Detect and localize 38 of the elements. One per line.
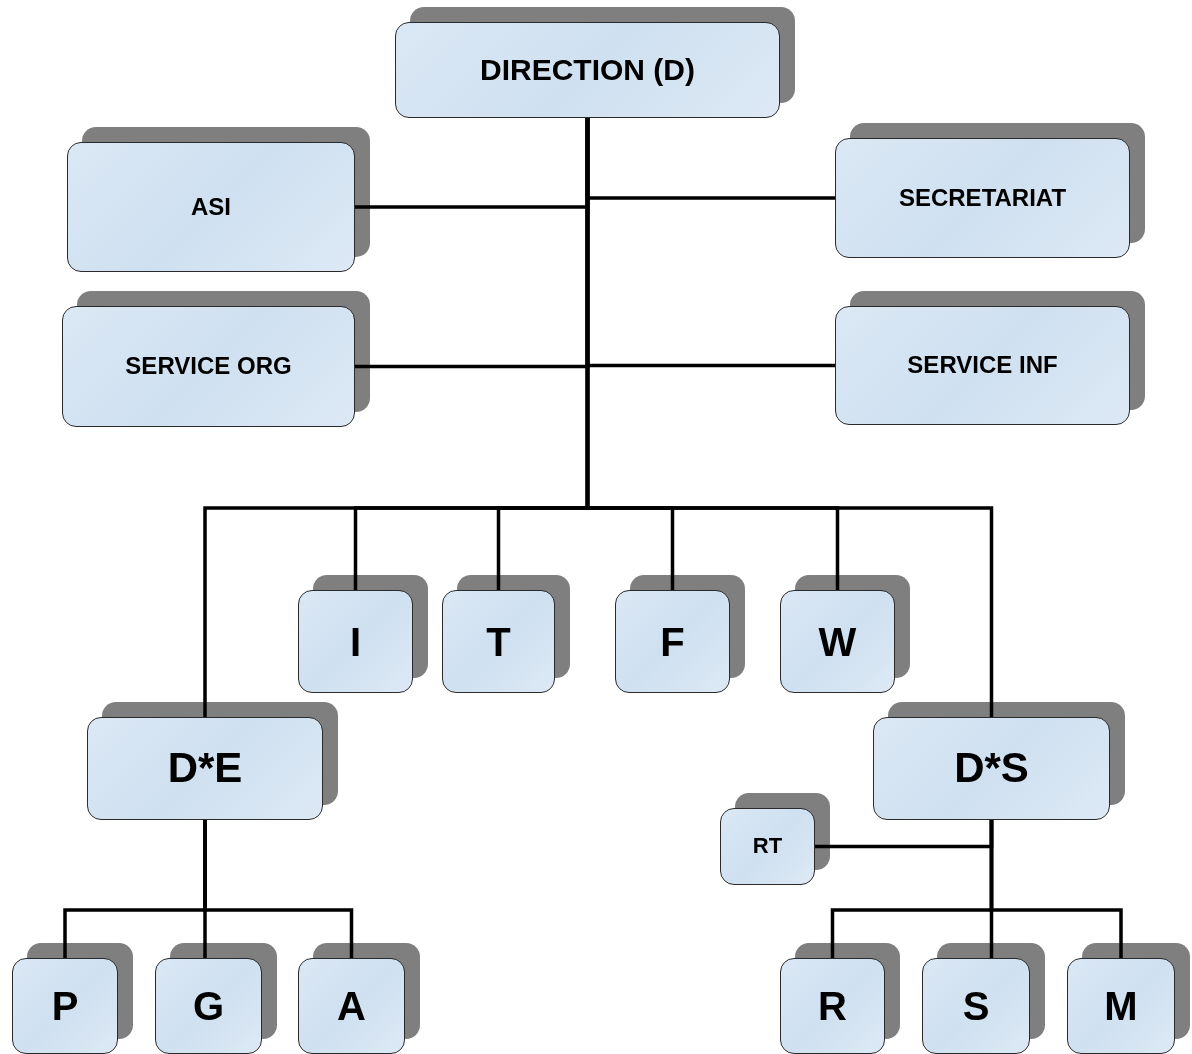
org-unit-box — [87, 717, 323, 820]
unit-name: SERVICE ORG — [125, 352, 292, 381]
org-unit-box — [780, 958, 885, 1054]
unit-name: DIRECTION (D) — [480, 52, 695, 88]
unit-name: ASI — [191, 192, 231, 222]
unit-name: I — [349, 618, 362, 666]
org-unit-box — [835, 138, 1130, 258]
org-unit-box — [62, 306, 355, 427]
org-unit-box — [615, 590, 730, 693]
org-unit-box — [12, 958, 118, 1054]
connector-line — [203, 820, 354, 958]
unit-name: P — [51, 983, 79, 1030]
org-unit-box — [395, 22, 780, 118]
unit-name: R — [818, 983, 847, 1030]
org-unit-box — [835, 306, 1130, 425]
unit-name: A — [337, 983, 366, 1030]
org-unit-box — [442, 590, 555, 693]
org-unit-box — [922, 958, 1030, 1054]
org-unit-box — [1067, 958, 1175, 1054]
org-unit-box — [720, 808, 815, 885]
unit-name: F — [660, 618, 685, 666]
org-unit-box — [155, 958, 262, 1054]
org-unit-box — [873, 717, 1110, 820]
org-unit-box — [67, 142, 355, 272]
connector-line — [989, 820, 1123, 958]
unit-name: SECRETARIAT — [898, 183, 1067, 213]
unit-name: S — [962, 983, 990, 1030]
unit-name: D*E — [167, 743, 243, 794]
unit-name: M — [1104, 983, 1138, 1030]
unit-name: W — [818, 618, 857, 666]
unit-name: G — [192, 983, 225, 1030]
org-unit-box — [298, 590, 413, 693]
unit-name: T — [486, 618, 511, 666]
org-unit-box — [780, 590, 895, 693]
unit-name: RT — [752, 833, 783, 860]
org-unit-box — [298, 958, 405, 1054]
unit-name: SERVICE INF — [907, 351, 1058, 380]
unit-name: D*S — [954, 743, 1029, 794]
